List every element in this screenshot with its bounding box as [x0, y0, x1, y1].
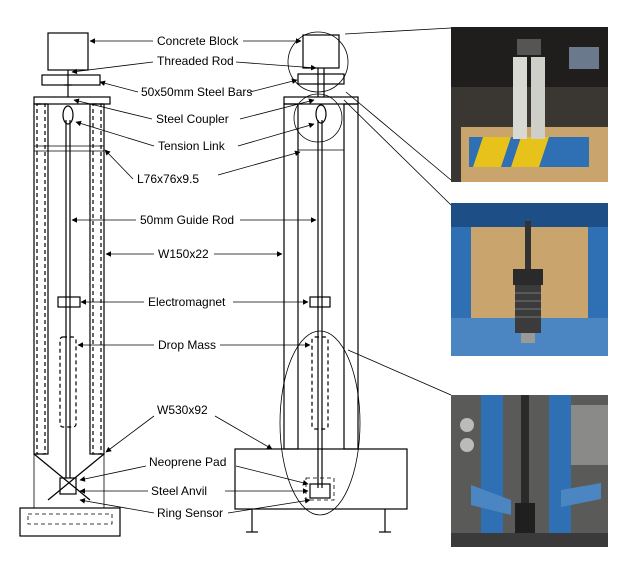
- label-neoprene-pad: Neoprene Pad: [149, 455, 226, 469]
- left-column-1: [33, 103, 49, 455]
- base-detail-ellipse: [279, 330, 361, 516]
- label-threaded-rod: Threaded Rod: [157, 54, 234, 68]
- electromagnet-photo: [451, 203, 608, 356]
- label-base-section: W530x92: [157, 403, 208, 417]
- left-drop-mass: [59, 336, 77, 428]
- label-column-section: W150x22: [158, 247, 209, 261]
- label-electromagnet: Electromagnet: [148, 295, 226, 309]
- left-top-beam: [33, 96, 111, 105]
- left-column-2: [89, 103, 105, 455]
- right-drop-mass: [311, 336, 329, 430]
- callouts: Concrete Block Threaded Rod 50x50mm Stee…: [71, 34, 317, 520]
- label-steel-bars: 50x50mm Steel Bars: [141, 85, 252, 99]
- label-steel-coupler: Steel Coupler: [156, 112, 229, 126]
- right-elevation: [234, 27, 452, 533]
- left-base: [19, 507, 121, 537]
- right-tension-link: [315, 104, 327, 124]
- left-concrete-block: [47, 32, 89, 71]
- top-assembly-photo: [451, 27, 608, 182]
- label-guide-rod: 50mm Guide Rod: [140, 213, 234, 227]
- right-electromagnet: [309, 296, 331, 308]
- label-concrete-block: Concrete Block: [157, 34, 239, 48]
- left-top-plate: [41, 74, 101, 86]
- label-angle-section: L76x76x9.5: [137, 172, 199, 186]
- left-electromagnet: [57, 296, 81, 308]
- right-concrete-block: [302, 34, 340, 69]
- label-steel-anvil: Steel Anvil: [151, 484, 207, 498]
- left-tension-link: [62, 105, 74, 125]
- right-base: [234, 448, 408, 510]
- label-tension-link: Tension Link: [158, 139, 226, 153]
- right-anvil: [309, 483, 331, 499]
- label-ring-sensor: Ring Sensor: [157, 506, 223, 520]
- top-detail-circle: [287, 31, 349, 93]
- label-drop-mass: Drop Mass: [158, 338, 216, 352]
- base-photo: [451, 395, 608, 547]
- left-anvil: [59, 477, 77, 495]
- left-elevation: [19, 32, 121, 537]
